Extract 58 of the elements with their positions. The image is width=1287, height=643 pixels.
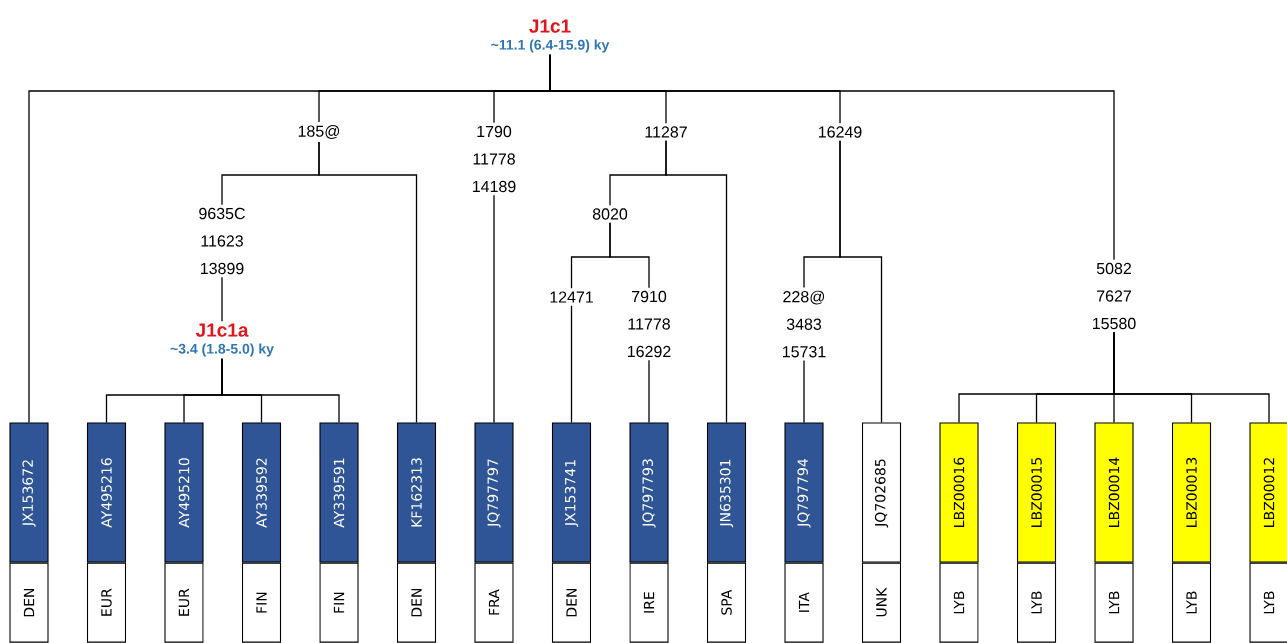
- country-box: LYB: [1016, 562, 1057, 643]
- mutation-label: 16249: [819, 126, 862, 138]
- sample-box: LBZ00013: [1171, 422, 1212, 563]
- sample-box: JQ797793: [629, 422, 669, 563]
- sample-box: AY495216: [86, 422, 127, 563]
- mutation-label: 228@ 3483 15731: [783, 290, 826, 358]
- mutation-label: 8020: [592, 208, 628, 220]
- mutation-label: 9635C 11623 13899: [199, 207, 245, 275]
- sample-box: AY495210: [164, 422, 204, 563]
- branch-line: [609, 222, 650, 289]
- country-box: DEN: [396, 562, 437, 643]
- mutation-label: 185@: [298, 125, 340, 139]
- country-box: EUR: [86, 562, 127, 643]
- sample-box: LBZ00014: [1094, 422, 1134, 563]
- country-box: DEN: [551, 562, 592, 643]
- country-box: LYB: [1249, 562, 1287, 643]
- branch-line: [648, 359, 650, 424]
- sample-box: JQ702685: [861, 422, 902, 563]
- sample-box: JN635301: [706, 422, 747, 563]
- sample-box: LBZ00016: [939, 422, 979, 563]
- country-box: SPA: [706, 562, 747, 643]
- sample-box: AY339591: [319, 422, 359, 563]
- country-box: LYB: [1094, 562, 1134, 643]
- branch-line: [318, 141, 418, 424]
- branch-line: [803, 359, 805, 424]
- mutation-label: 12471: [550, 291, 593, 303]
- sample-box: LBZ00015: [1016, 422, 1057, 563]
- sample-box: KF162313: [396, 422, 437, 563]
- country-box: FIN: [319, 562, 359, 643]
- country-box: ITA: [784, 562, 824, 643]
- sample-box: JQ797794: [784, 422, 824, 563]
- country-box: EUR: [164, 562, 204, 643]
- clade-label: J1c1 ~11.1 (6.4-15.9) ky: [491, 19, 610, 53]
- country-box: LYB: [939, 562, 979, 643]
- sample-box: JX153741: [551, 422, 592, 563]
- country-box: IRE: [629, 562, 669, 643]
- branch-line: [549, 54, 1115, 261]
- sample-box: JX153672: [9, 422, 49, 563]
- country-box: DEN: [9, 562, 49, 643]
- sample-box: LBZ00012: [1249, 422, 1287, 563]
- sample-box: JQ797797: [474, 422, 514, 563]
- country-box: FIN: [241, 562, 282, 643]
- mutation-label: 1790 11778 14189: [473, 125, 516, 193]
- branch-line: [221, 358, 340, 424]
- mutation-label: 7910 11778 16292: [628, 290, 671, 358]
- country-box: FRA: [474, 562, 514, 643]
- branch-line: [570, 305, 573, 424]
- mutation-label: 5082 7627 15580: [1093, 262, 1136, 330]
- country-box: LYB: [1171, 562, 1212, 643]
- country-box: UNK: [861, 562, 902, 643]
- branch-line: [1113, 331, 1270, 424]
- sample-box: AY339592: [241, 422, 282, 563]
- mutation-label: 11287: [645, 126, 687, 138]
- clade-label: J1c1a ~3.4 (1.8-5.0) ky: [170, 323, 274, 357]
- branch-line: [221, 276, 223, 322]
- branch-line: [493, 194, 495, 424]
- branch-line: [665, 140, 728, 424]
- branch-line: [839, 140, 883, 424]
